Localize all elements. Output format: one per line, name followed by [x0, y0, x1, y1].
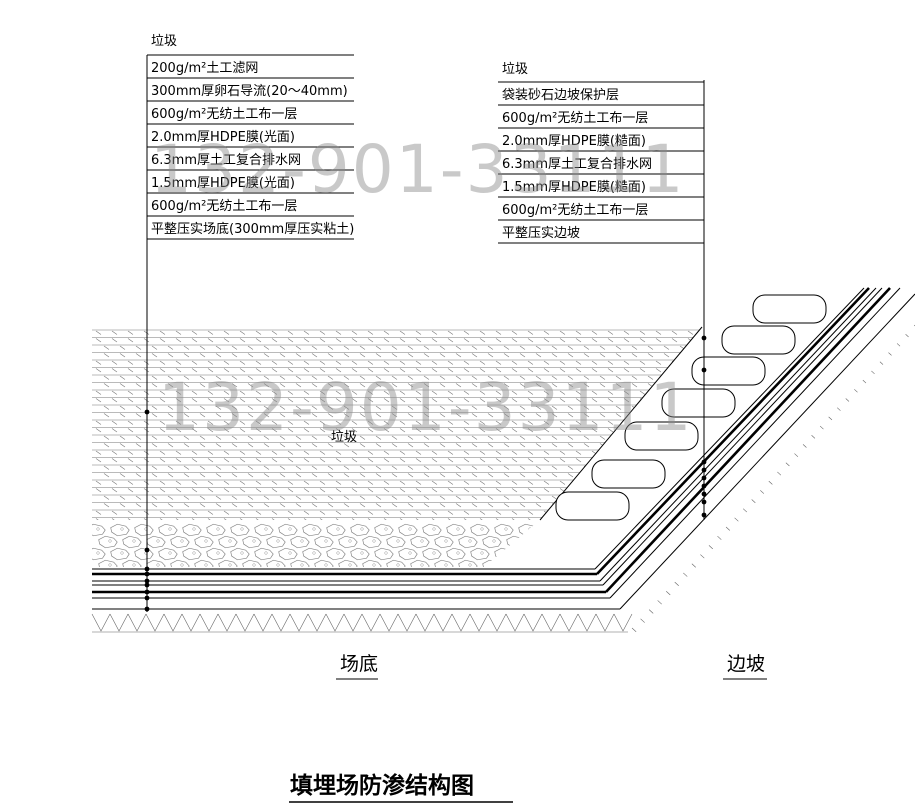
sandbag-3: [691, 356, 766, 386]
sandbag-4: [661, 388, 736, 418]
right-layer-4: 6.3mm厚土工复合排水网: [502, 157, 652, 172]
sandbag-6: [591, 459, 666, 489]
left-layer-2: 300mm厚卵石导流(20～40mm): [151, 84, 348, 99]
sandbag-7: [555, 491, 630, 521]
waste-body-label: 垃圾: [331, 430, 357, 445]
watermark-middle: 132-901-33111: [158, 369, 694, 446]
left-layer-3: 600g/m²无纺土工布一层: [151, 107, 297, 122]
right-callout-header: 垃圾: [502, 62, 528, 77]
sandbag-1: [752, 294, 827, 324]
left-layer-1: 200g/m²土工滤网: [151, 61, 258, 76]
bottom-zone-label: 场底: [340, 653, 378, 675]
compacted-clay-hatch: [91, 613, 633, 633]
left-layer-callout: 垃圾 200g/m²土工滤网 300mm厚卵石导流(20～40mm) 600g/m²…: [146, 34, 354, 612]
liner-layer-lines: [92, 287, 915, 610]
leader-dots: [144, 335, 707, 612]
left-layer-8: 平整压实场底(300mm厚压实粘土): [151, 221, 354, 237]
left-layer-4: 2.0mm厚HDPE膜(光面): [151, 130, 295, 145]
sandbag-5: [624, 421, 699, 451]
left-layer-7: 600g/m²无纺土工布一层: [151, 199, 297, 214]
right-layer-6: 600g/m²无纺土工布一层: [502, 203, 648, 218]
left-layer-5: 6.3mm厚土工复合排水网: [151, 153, 301, 168]
sandbag-slope-protection: [555, 294, 827, 521]
right-layer-7: 平整压实边坡: [502, 226, 580, 241]
right-layer-5: 1.5mm厚HDPE膜(糙面): [502, 180, 646, 195]
gravel-drainage-layer: [92, 523, 540, 567]
right-layer-callout: 垃圾 袋装砂石边坡保护层 600g/m²无纺土工布一层 2.0mm厚HDPE膜(糙面…: [498, 62, 705, 520]
right-layer-3: 2.0mm厚HDPE膜(糙面): [502, 134, 646, 149]
left-layer-6: 1.5mm厚HDPE膜(光面): [151, 176, 295, 191]
left-callout-header: 垃圾: [151, 34, 177, 49]
sandbag-2: [721, 325, 796, 355]
right-layer-2: 600g/m²无纺土工布一层: [502, 111, 648, 126]
right-layer-1: 袋装砂石边坡保护层: [502, 88, 619, 103]
slope-zone-label: 边坡: [727, 653, 765, 675]
diagram-title: 填埋场防渗结构图: [290, 772, 474, 799]
watermark-top: 132-901-33111: [150, 131, 686, 208]
